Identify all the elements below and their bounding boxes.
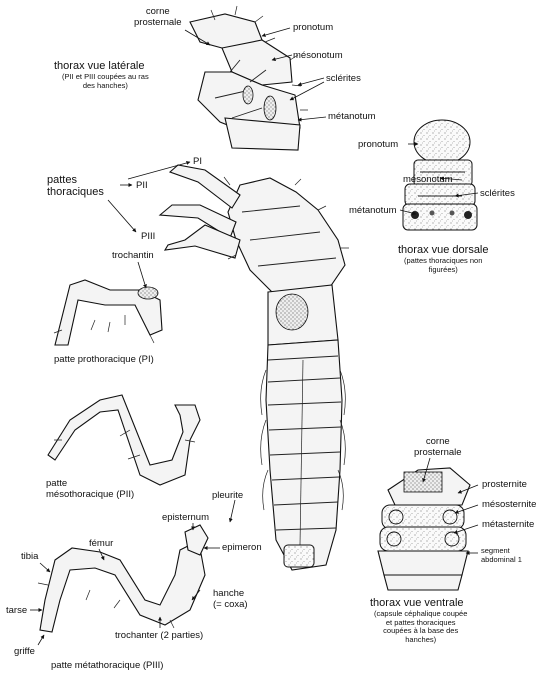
thorax-ventral-figure — [377, 467, 471, 591]
leg-mesothoracic — [47, 394, 201, 486]
label-pattes-thoraciques: pattes thoraciques — [47, 174, 104, 198]
label-trochanter: trochanter (2 parties) — [115, 630, 204, 641]
label-mesonotum-dorsal: mésonotum — [403, 174, 453, 185]
thorax-ventral-note: (capsule céphalique coupée et pattes tho… — [374, 609, 468, 644]
label-tibia: tibia — [21, 551, 39, 562]
label-patte-prothoracique: patte prothoracique (PI) — [54, 354, 154, 365]
thorax-lateral-figure — [189, 5, 308, 151]
label-pii: PII — [136, 180, 148, 191]
label-pi: PI — [193, 156, 202, 167]
label-patte-metathoracique: patte métathoracique (PIII) — [51, 660, 164, 671]
label-epimeron: epimeron — [222, 542, 262, 553]
label-corne-prosternale-ventral: corne prosternale — [414, 436, 462, 458]
thorax-lateral-note: (PII et PIII coupées au ras des hanches) — [62, 72, 149, 90]
label-pleurite: pleurite — [212, 490, 244, 501]
label-corne-prosternale-top: corne prosternale — [134, 6, 182, 28]
thorax-dorsal-note: (pattes thoraciques non figurées) — [404, 256, 483, 274]
label-patte-mesothoracique: patte mésothoracique (PII) — [46, 478, 135, 500]
label-sclerites-top: sclérites — [326, 73, 361, 84]
label-piii: PIII — [141, 231, 156, 242]
label-pronotum-top: pronotum — [293, 22, 334, 33]
thorax-lateral-title: thorax vue latérale — [54, 60, 145, 72]
label-metanotum-top: métanotum — [328, 111, 376, 122]
label-segment-abdominal: segment abdominal 1 — [481, 546, 522, 564]
label-hanche: hanche (= coxa) — [213, 588, 248, 610]
leg-metathoracic — [37, 524, 209, 633]
leg-prothoracic — [53, 279, 163, 346]
larva-body — [158, 164, 349, 571]
label-sclerites-dorsal: sclérites — [480, 188, 515, 199]
label-tarse: tarse — [6, 605, 28, 616]
label-mesosternite: mésosternite — [482, 499, 537, 510]
label-prosternite: prosternite — [482, 479, 527, 490]
thorax-ventral-title: thorax vue ventrale — [370, 597, 464, 609]
label-pronotum-dorsal: pronotum — [358, 139, 399, 150]
label-metanotum-dorsal: métanotum — [349, 205, 397, 216]
label-trochantin: trochantin — [112, 250, 154, 261]
label-mesonotum-top: mésonotum — [293, 50, 343, 61]
label-femur: fémur — [89, 538, 114, 549]
thorax-dorsal-title: thorax vue dorsale — [398, 244, 489, 256]
leader-lines — [30, 27, 479, 646]
label-griffe: griffe — [14, 646, 35, 657]
label-episternum: episternum — [162, 512, 209, 523]
label-metasternite: métasternite — [482, 519, 535, 530]
